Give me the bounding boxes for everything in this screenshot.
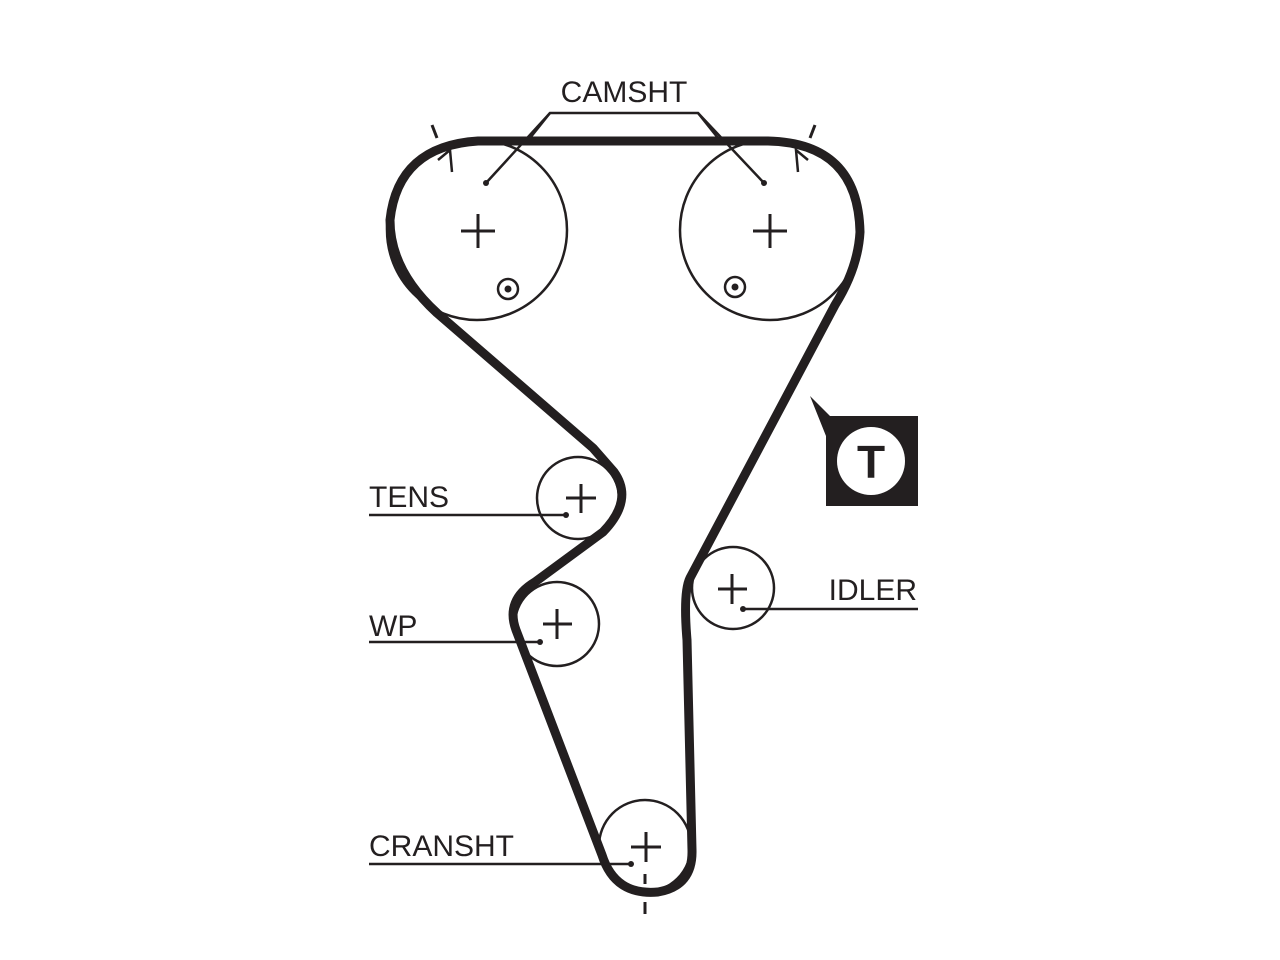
crankshaft-callout: CRANSHT — [369, 830, 634, 867]
tensioner-badge-icon: T — [810, 396, 918, 506]
crankshaft-label: CRANSHT — [369, 830, 514, 863]
idler-callout: IDLER — [740, 574, 918, 612]
tensioner-badge-letter: T — [857, 436, 885, 488]
timing-mark-icon — [723, 275, 747, 299]
timing-mark-icon — [496, 277, 520, 301]
timing-marks — [430, 124, 817, 914]
timing-belt — [385, 136, 865, 897]
camshaft-label: CAMSHT — [561, 76, 688, 109]
idler-label: IDLER — [829, 574, 917, 607]
tensioner-label: TENS — [369, 481, 449, 514]
idler-pulley — [690, 545, 776, 631]
water-pump-callout: WP — [369, 610, 543, 645]
water-pump-label: WP — [369, 610, 417, 643]
tensioner-callout: TENS — [369, 481, 569, 518]
camshaft-callout: CAMSHT — [483, 76, 767, 186]
